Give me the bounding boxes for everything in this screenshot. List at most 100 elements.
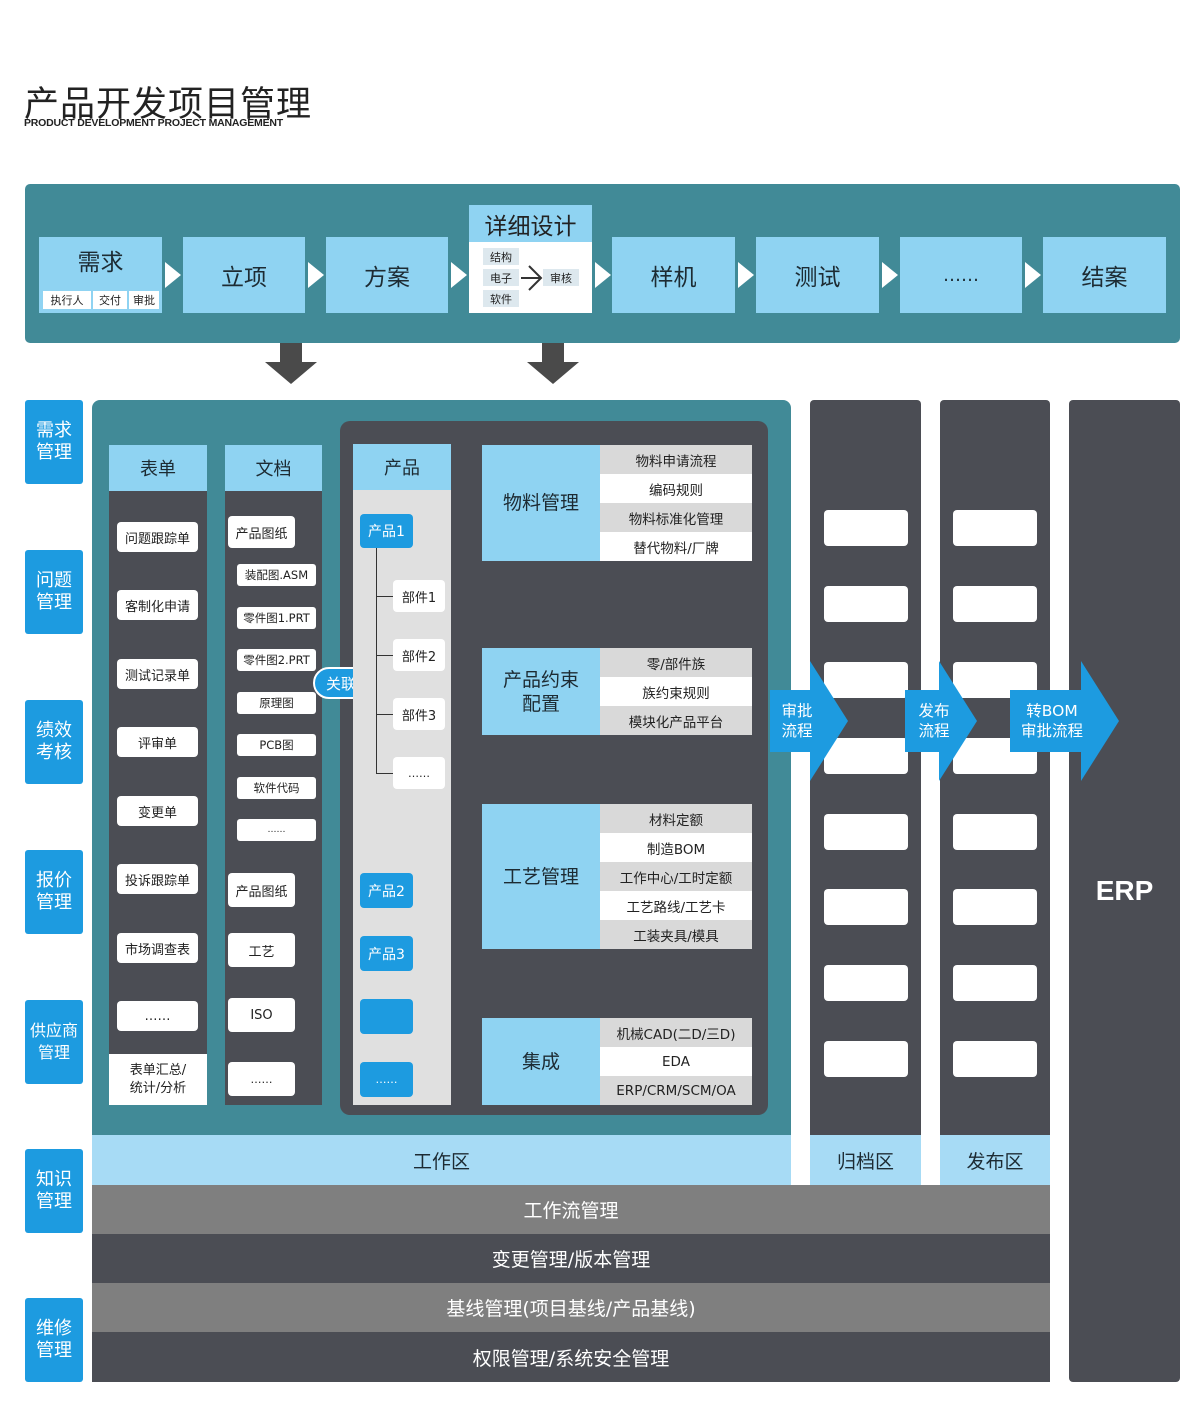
tab-quotation[interactable]: 报价 管理	[25, 850, 83, 934]
archive-slot[interactable]	[824, 889, 908, 925]
part-node[interactable]: 部件1	[393, 580, 445, 612]
down-arrow-icon	[265, 362, 317, 384]
tab-demand-management[interactable]: 需求 管理	[25, 400, 83, 484]
release-slot[interactable]	[953, 586, 1037, 622]
form-item[interactable]: 市场调查表	[117, 933, 198, 963]
process-item[interactable]: 工作中心/工时定额	[600, 862, 752, 891]
detail-tag-electronics: 电子	[483, 269, 519, 286]
release-flow-label: 发布 流程	[918, 702, 950, 740]
form-item[interactable]: 客制化申请	[117, 590, 198, 620]
config-item[interactable]: 零/部件族	[600, 648, 752, 677]
archive-slot[interactable]	[824, 814, 908, 850]
integration-item[interactable]: 机械CAD(二D/三D)	[600, 1018, 752, 1047]
form-item[interactable]: 变更单	[117, 796, 198, 826]
process-item[interactable]: 工装夹具/模具	[600, 920, 752, 949]
stage-more[interactable]: ……	[900, 237, 1022, 313]
product-node[interactable]	[360, 999, 413, 1034]
tab-knowledge[interactable]: 知识 管理	[25, 1149, 83, 1233]
archive-slot[interactable]	[824, 965, 908, 1001]
release-slot[interactable]	[953, 965, 1037, 1001]
stage-demand-tag-2: 交付	[93, 291, 127, 309]
workflow-management-band: 工作流管理	[92, 1185, 1050, 1234]
document-sub-item[interactable]: 软件代码	[237, 777, 316, 799]
document-sub-item[interactable]: PCB图	[237, 734, 316, 756]
bom-flow-arrow	[1010, 690, 1081, 752]
process-item[interactable]: 工艺路线/工艺卡	[600, 891, 752, 920]
form-summary[interactable]: 表单汇总/ 统计/分析	[109, 1054, 207, 1105]
product-node[interactable]: ……	[360, 1062, 413, 1097]
document-item[interactable]: 产品图纸	[228, 516, 295, 548]
config-item[interactable]: 模块化产品平台	[600, 706, 752, 735]
release-slot[interactable]	[953, 510, 1037, 546]
tab-issue-management[interactable]: 问题 管理	[25, 550, 83, 634]
document-sub-item[interactable]: ……	[237, 819, 316, 841]
arrow-right-icon	[738, 262, 754, 288]
stage-testing[interactable]: 测试	[756, 237, 879, 313]
product-config-header: 产品约束 配置	[482, 648, 600, 735]
stage-closure[interactable]: 结案	[1043, 237, 1166, 313]
archive-slot[interactable]	[824, 1041, 908, 1077]
archive-slot[interactable]	[824, 586, 908, 622]
document-item[interactable]: ISO	[228, 998, 295, 1032]
material-item[interactable]: 替代物料/厂牌	[600, 532, 752, 561]
release-slot[interactable]	[953, 889, 1037, 925]
release-slot[interactable]	[953, 1041, 1037, 1077]
form-item[interactable]: 问题跟踪单	[117, 522, 198, 552]
integration-item[interactable]: EDA	[600, 1047, 752, 1076]
arrow-right-icon	[1025, 262, 1041, 288]
form-item[interactable]: 投诉跟踪单	[117, 864, 198, 894]
stage-demand-label: 需求	[77, 250, 124, 276]
document-item[interactable]: 产品图纸	[228, 873, 295, 907]
product-node[interactable]: 产品3	[360, 936, 413, 971]
stage-prototype[interactable]: 样机	[612, 237, 735, 313]
document-item[interactable]: 工艺	[228, 933, 295, 967]
material-management-header: 物料管理	[482, 445, 600, 561]
stage-plan[interactable]: 方案	[326, 237, 448, 313]
down-arrow-icon	[527, 362, 579, 384]
products-header: 产品	[353, 444, 451, 490]
integration-header: 集成	[482, 1018, 600, 1105]
material-item[interactable]: 物料标准化管理	[600, 503, 752, 532]
forms-header: 表单	[109, 445, 207, 491]
material-item[interactable]: 编码规则	[600, 474, 752, 503]
product-node[interactable]: 产品1	[360, 514, 413, 548]
stage-initiation[interactable]: 立项	[183, 237, 305, 313]
tree-connector	[376, 714, 393, 715]
config-item[interactable]: 族约束规则	[600, 677, 752, 706]
arrow-right-icon	[595, 262, 611, 288]
page-title: 产品开发项目管理	[24, 85, 313, 125]
process-management-header: 工艺管理	[482, 804, 600, 949]
detail-tag-structure: 结构	[483, 248, 519, 265]
document-sub-item[interactable]: 原理图	[237, 692, 316, 714]
integration-item[interactable]: ERP/CRM/SCM/OA	[600, 1076, 752, 1105]
bom-flow-label: 转BOM 审批流程	[1020, 702, 1083, 740]
document-sub-item[interactable]: 零件图1.PRT	[237, 607, 316, 629]
form-item[interactable]: 测试记录单	[117, 659, 198, 689]
form-item[interactable]: ……	[117, 1001, 198, 1031]
permission-security-band: 权限管理/系统安全管理	[92, 1332, 1050, 1382]
stage-detail-design[interactable]: 详细设计	[469, 205, 592, 242]
stage-demand-tag-3: 审批	[129, 291, 159, 309]
tab-maintenance[interactable]: 维修 管理	[25, 1298, 83, 1382]
approval-flow-arrow	[770, 690, 810, 752]
document-item[interactable]: ……	[228, 1062, 295, 1096]
part-node[interactable]: 部件3	[393, 698, 445, 730]
arrow-right-icon	[939, 661, 977, 781]
product-node[interactable]: 产品2	[360, 873, 413, 908]
stage-demand-tag-1: 执行人	[43, 291, 91, 309]
document-sub-item[interactable]: 零件图2.PRT	[237, 649, 316, 671]
tab-performance[interactable]: 绩效 考核	[25, 700, 83, 784]
baseline-band: 基线管理(项目基线/产品基线)	[92, 1283, 1050, 1332]
release-slot[interactable]	[953, 814, 1037, 850]
material-item[interactable]: 物料申请流程	[600, 445, 752, 474]
process-item[interactable]: 材料定额	[600, 804, 752, 833]
form-item[interactable]: 评审单	[117, 727, 198, 757]
part-node[interactable]: ……	[393, 757, 445, 789]
down-arrow-icon	[542, 343, 564, 363]
stage-demand[interactable]: 需求 执行人 交付 审批	[39, 237, 162, 313]
tab-supplier[interactable]: 供应商 管理	[25, 1000, 83, 1084]
part-node[interactable]: 部件2	[393, 639, 445, 671]
process-item[interactable]: 制造BOM	[600, 833, 752, 862]
archive-slot[interactable]	[824, 510, 908, 546]
document-sub-item[interactable]: 装配图.ASM	[237, 564, 316, 586]
